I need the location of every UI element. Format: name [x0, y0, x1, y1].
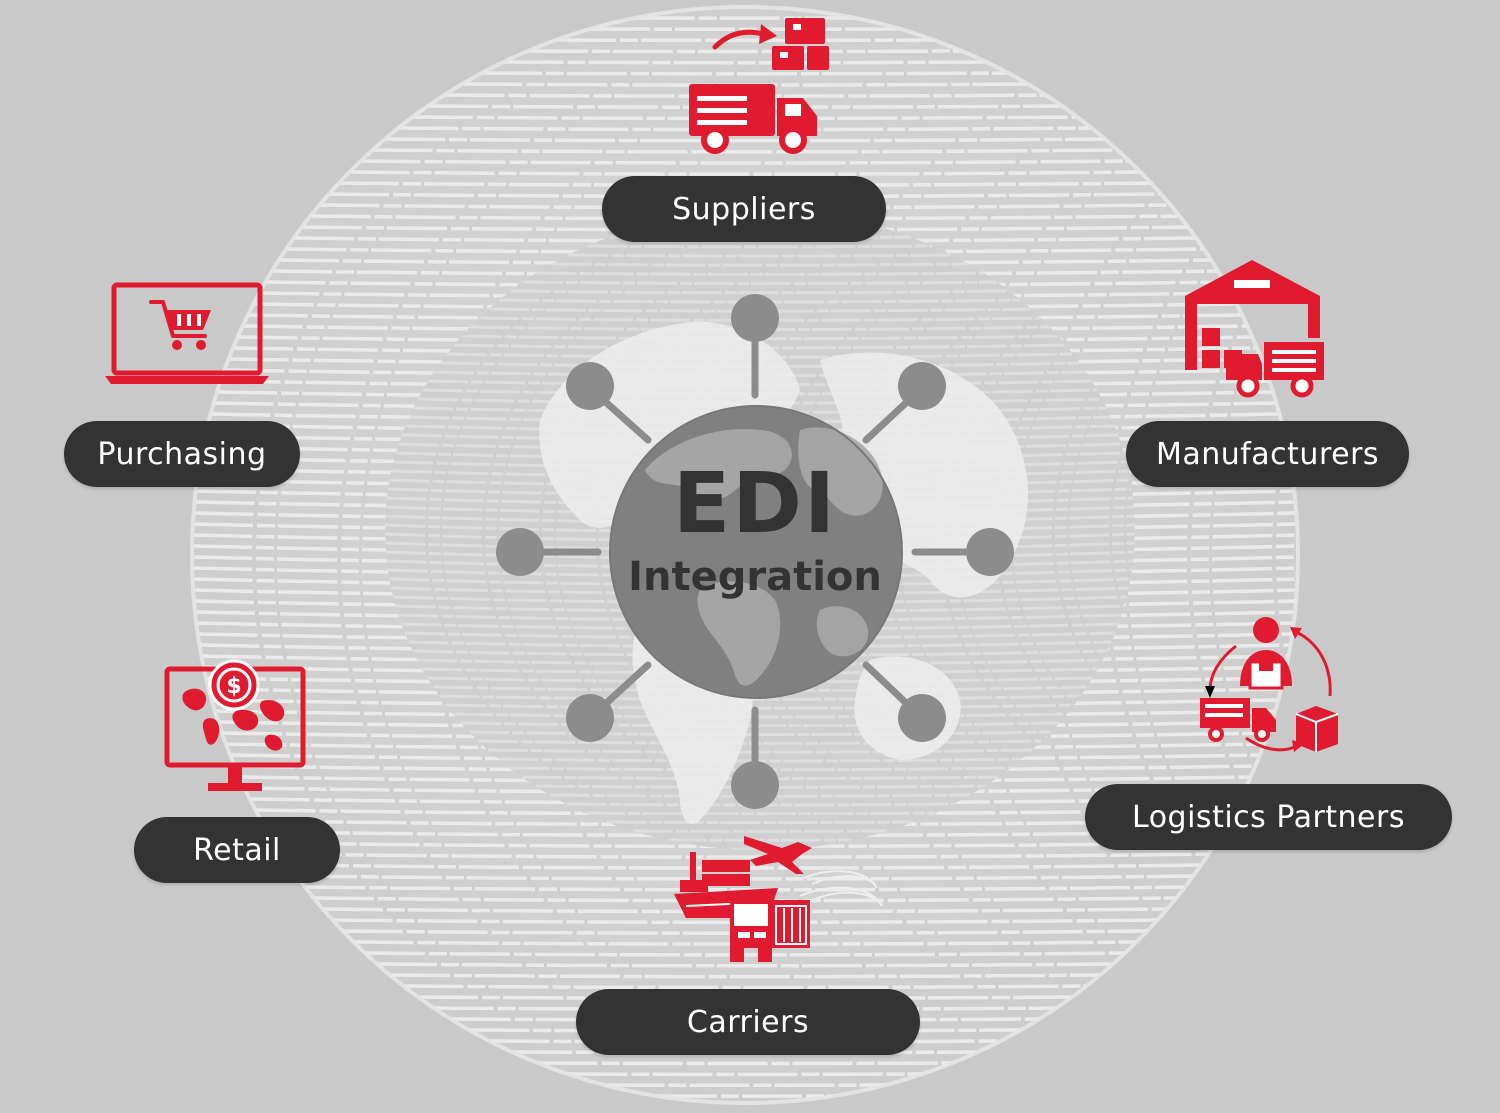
hub-node-top-left [566, 362, 614, 410]
globe-line [469, 730, 1051, 737]
logistics-cycle-icon [1200, 617, 1339, 752]
globe-line [527, 49, 963, 54]
globe-line [536, 271, 984, 276]
globe-line [537, 1061, 953, 1066]
hub-node-top-right [898, 362, 946, 410]
carriers-label-text: Carriers [686, 1004, 810, 1040]
logistics-partners-label-text: Logistics Partners [1132, 799, 1405, 835]
suppliers-label: Suppliers [602, 176, 886, 242]
monitor-world-dollar-icon: $ [164, 659, 306, 791]
globe-line [433, 370, 1087, 378]
manufacturers-label-text: Manufacturers [1155, 436, 1380, 472]
retail-label: Retail [134, 817, 340, 883]
hub-node-right [966, 528, 1014, 576]
hub-node-bottom-right [898, 694, 946, 742]
globe-line [305, 885, 1185, 892]
globe-line [487, 748, 1033, 754]
warehouse-truck-icon [1185, 260, 1324, 398]
center-subtitle: Integration [628, 554, 882, 600]
suppliers-label-text: Suppliers [672, 191, 816, 227]
globe-line [587, 244, 933, 249]
purchasing-label-text: Purchasing [97, 436, 267, 472]
center-globe-continents [645, 427, 883, 686]
globe-line [281, 852, 1209, 859]
hub-endpoints [496, 294, 1014, 809]
globe-line [342, 929, 1148, 935]
delivery-truck-boxes-icon [689, 18, 829, 154]
globe-line [427, 104, 1063, 110]
globe-line [439, 694, 1081, 701]
globe-line [259, 291, 1231, 299]
globe-line [606, 820, 914, 825]
globe-line [481, 71, 1009, 76]
hub-node-left [496, 528, 544, 576]
globe-line [460, 721, 1060, 728]
carriers-label: Carriers [576, 989, 920, 1055]
globe-line [503, 60, 987, 65]
globe-line [478, 739, 1042, 745]
hub-node-bottom [731, 761, 779, 809]
svg-text:$: $ [226, 674, 241, 699]
retail-label-text: Retail [193, 832, 281, 868]
hub-node-top [731, 294, 779, 342]
logistics-partners-label: Logistics Partners [1085, 784, 1452, 850]
laptop-shopping-cart-icon [105, 282, 269, 384]
globe-line [498, 757, 1022, 763]
globe-line [360, 159, 1130, 165]
globe-line [322, 907, 1168, 914]
globe-line [364, 951, 1126, 957]
globe-line [551, 262, 969, 267]
globe-line [584, 811, 936, 816]
globe-line [433, 685, 1087, 693]
globe-line [453, 712, 1067, 719]
hub-node-bottom-left [566, 694, 614, 742]
globe-line [349, 170, 1141, 176]
manufacturers-label: Manufacturers [1126, 421, 1409, 487]
globe-line [237, 335, 1253, 343]
globe-line [522, 280, 998, 286]
globe-line [510, 289, 1010, 295]
ship-plane-truck-icon [674, 836, 883, 962]
globe-line [389, 973, 1101, 979]
globe-line [446, 703, 1074, 710]
globe-line [376, 962, 1114, 968]
globe-line [385, 137, 1105, 143]
globe-line [403, 984, 1087, 990]
globe-line [372, 148, 1118, 154]
globe-line [568, 253, 952, 258]
purchasing-label: Purchasing [64, 421, 300, 487]
center-title: EDI [672, 454, 838, 552]
